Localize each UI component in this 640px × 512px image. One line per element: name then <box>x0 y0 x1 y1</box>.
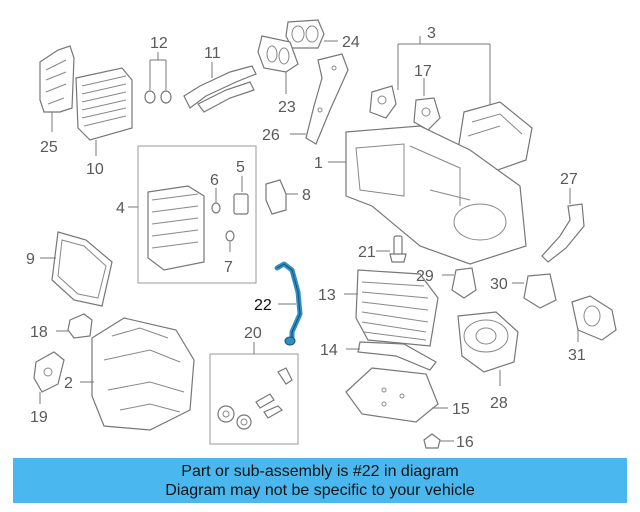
part-10-heater-core <box>75 67 133 156</box>
callout-31[interactable]: 31 <box>568 347 586 364</box>
callout-8[interactable]: 8 <box>302 187 311 204</box>
part-17-actuator <box>413 78 441 131</box>
callout-14[interactable]: 14 <box>320 342 338 359</box>
callout-27[interactable]: 27 <box>560 171 578 188</box>
part-18-bracket <box>56 313 93 339</box>
part-actuator-a <box>369 85 397 119</box>
callout-7[interactable]: 7 <box>224 259 233 276</box>
part-19-actuator <box>33 351 65 404</box>
part-4-blend-door-assembly <box>147 185 205 271</box>
callout-16[interactable]: 16 <box>456 434 474 451</box>
part-15-lower-cover <box>345 367 448 423</box>
part-24-gasket <box>285 19 338 49</box>
parts-diagram: 25 10 12 11 24 23 26 <box>26 19 617 451</box>
callout-17[interactable]: 17 <box>414 63 432 80</box>
callout-26[interactable]: 26 <box>262 127 280 144</box>
callout-5[interactable]: 5 <box>236 159 245 176</box>
part-20-group-box <box>209 353 299 445</box>
callout-23[interactable]: 23 <box>278 99 296 116</box>
part-16-clip <box>423 433 454 449</box>
part-14-seal <box>346 341 437 371</box>
callout-25[interactable]: 25 <box>40 139 58 156</box>
callout-9[interactable]: 9 <box>26 251 35 268</box>
part-21-temperature-sensor <box>376 235 407 263</box>
callout-13[interactable]: 13 <box>318 287 336 304</box>
callout-24[interactable]: 24 <box>342 34 360 51</box>
part-11-heater-pipes <box>183 62 257 113</box>
banner-line-1: Part or sub-assembly is #22 in diagram <box>181 463 459 480</box>
callout-2[interactable]: 2 <box>64 375 73 392</box>
callout-28[interactable]: 28 <box>490 395 508 412</box>
part-4-group-box <box>137 145 257 284</box>
part-13-evaporator <box>344 269 439 347</box>
callout-22[interactable]: 22 <box>254 297 272 314</box>
part-5-sensor <box>233 176 249 215</box>
callout-19[interactable]: 19 <box>30 409 48 426</box>
callout-3-leader <box>397 36 491 108</box>
part-26-bracket <box>290 53 349 145</box>
part-20-fittings <box>217 367 293 430</box>
info-banner: Part or sub-assembly is #22 in diagram D… <box>13 458 627 503</box>
callout-15[interactable]: 15 <box>452 401 470 418</box>
callout-1[interactable]: 1 <box>314 155 323 172</box>
part-7-clip <box>225 230 235 252</box>
part-23-seal-plate <box>257 35 299 94</box>
part-9-cabin-filter <box>40 231 113 307</box>
part-27-bracket <box>541 188 585 263</box>
callout-30[interactable]: 30 <box>490 276 508 293</box>
part-8-connector <box>265 179 298 215</box>
callout-4[interactable]: 4 <box>116 200 125 217</box>
banner-line-2: Diagram may not be specific to your vehi… <box>165 482 475 499</box>
part-31-actuator-housing <box>571 295 617 342</box>
callout-18[interactable]: 18 <box>30 324 48 341</box>
part-2-lower-housing <box>80 317 195 431</box>
callout-12[interactable]: 12 <box>150 35 168 52</box>
part-29-resistor <box>442 267 477 299</box>
callout-29[interactable]: 29 <box>416 268 434 285</box>
callout-3[interactable]: 3 <box>427 25 436 42</box>
callout-20[interactable]: 20 <box>244 325 262 342</box>
part-28-blower-motor <box>457 311 519 386</box>
part-25-evaporator-bracket <box>39 45 75 132</box>
callout-10[interactable]: 10 <box>86 161 104 178</box>
part-30-blower-motor-controller <box>512 273 557 309</box>
callout-11[interactable]: 11 <box>204 45 221 62</box>
part-22-drain-hose <box>274 261 303 346</box>
part-1-hvac-housing <box>328 125 527 265</box>
callout-21[interactable]: 21 <box>358 244 376 261</box>
part-6-grommet <box>211 188 221 214</box>
part-12-o-rings <box>144 52 172 104</box>
callout-6[interactable]: 6 <box>210 172 219 189</box>
